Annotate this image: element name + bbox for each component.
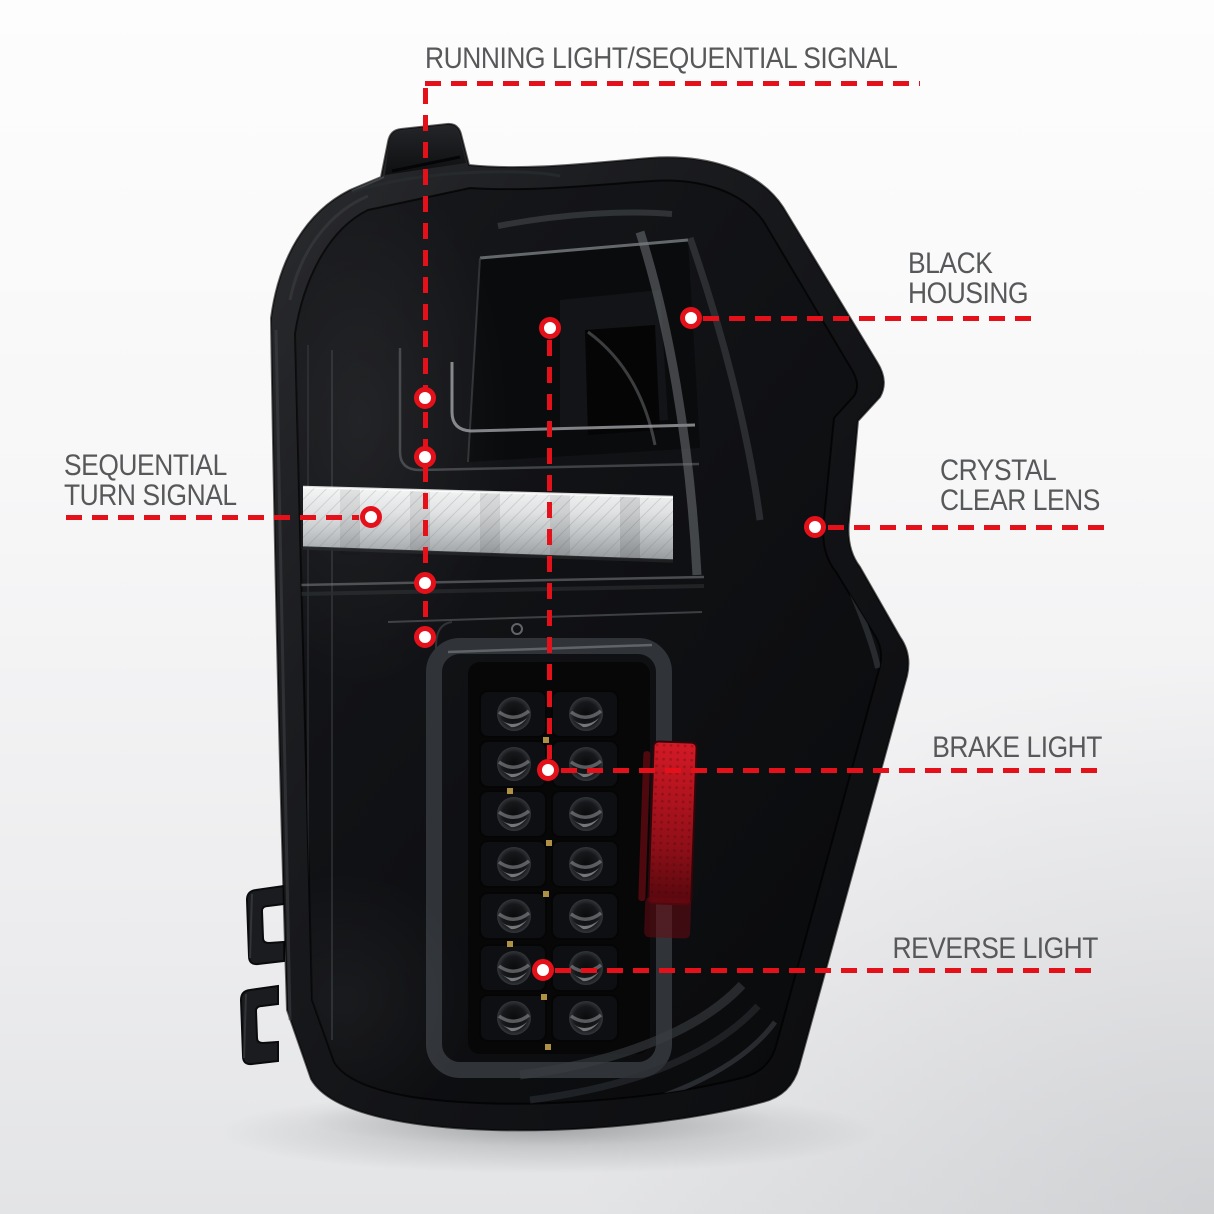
callout-label-black-housing-line2: HOUSING <box>908 277 1029 310</box>
leader-line-reverse-light <box>555 968 1100 973</box>
leader-line-brake-light-vertical <box>547 340 552 759</box>
leader-line-running-light-underline <box>425 81 920 86</box>
callout-label-crystal-clear-lens: CRYSTAL CLEAR LENS <box>940 456 1100 516</box>
marker-running-light-4 <box>414 626 436 648</box>
marker-turn-signal <box>360 506 382 528</box>
marker-brake-light-top <box>539 317 561 339</box>
marker-brake-light <box>537 759 559 781</box>
red-reflector <box>638 740 698 939</box>
callout-label-crystal-clear-lens-line2: CLEAR LENS <box>940 484 1100 517</box>
vent-hole <box>511 623 523 635</box>
marker-black-housing <box>680 307 702 329</box>
leader-line-brake-light <box>561 768 1097 773</box>
marker-crystal-lens <box>804 516 826 538</box>
leader-line-sequential-turn-signal <box>66 515 359 520</box>
callout-label-sequential-turn-signal-line2: TURN SIGNAL <box>64 479 237 512</box>
callout-label-sequential-turn-signal: SEQUENTIAL TURN SIGNAL <box>64 451 237 511</box>
mounting-bracket-hooks <box>240 885 285 1066</box>
marker-running-light-2 <box>414 446 436 468</box>
callout-label-brake-light: BRAKE LIGHT <box>932 731 1102 764</box>
callout-label-crystal-clear-lens-line1: CRYSTAL <box>940 454 1057 487</box>
callout-label-reverse-light: REVERSE LIGHT <box>892 932 1098 965</box>
callout-label-sequential-turn-signal-line1: SEQUENTIAL <box>64 449 227 482</box>
leader-line-black-housing <box>703 316 1040 321</box>
leader-line-crystal-clear-lens <box>828 525 1105 530</box>
crystal-clear-lens-area <box>293 179 883 1105</box>
marker-reverse-light <box>532 959 554 981</box>
callout-label-black-housing: BLACK HOUSING <box>908 247 1029 310</box>
leader-line-running-light-vertical <box>423 88 428 637</box>
marker-running-light-3 <box>414 572 436 594</box>
callout-label-black-housing-line1: BLACK <box>908 247 993 280</box>
marker-running-light-1 <box>414 387 436 409</box>
led-chips <box>507 737 552 1050</box>
callout-label-running-light: RUNNING LIGHT/SEQUENTIAL SIGNAL <box>425 42 898 75</box>
